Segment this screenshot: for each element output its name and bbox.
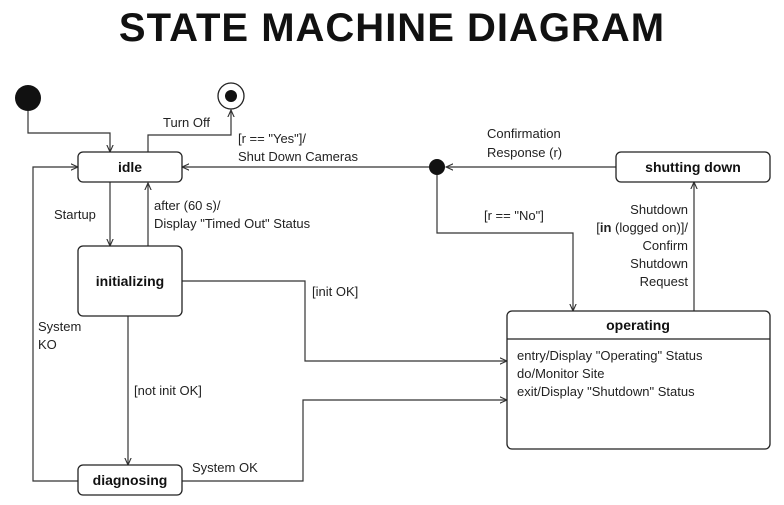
transition-initial-to-idle	[27, 111, 110, 152]
label-init-ok: [init OK]	[312, 284, 358, 299]
label-system-ok: System OK	[192, 460, 258, 475]
state-diagnosing-label: diagnosing	[93, 472, 168, 488]
label-shutdown-confirm: Confirm	[642, 238, 688, 253]
final-state	[217, 82, 245, 110]
diagram-title: STATE MACHINE DIAGRAM	[118, 6, 666, 50]
label-shutdown-guard: [in (logged on)]/	[596, 220, 688, 235]
operating-exit-activity: exit/Display "Shutdown" Status	[517, 384, 695, 399]
state-idle	[77, 151, 183, 183]
label-shutdown-trigger: Shutdown	[630, 202, 688, 217]
label-timeout-trigger: after (60 s)/	[154, 198, 221, 213]
transition-diagnosing-to-idle	[32, 167, 78, 482]
transition-junction-to-operating	[436, 175, 573, 311]
label-confirmation-response: Response (r)	[487, 145, 562, 160]
transition-initializing-to-operating	[182, 280, 507, 361]
label-system-ko-2: KO	[38, 337, 57, 352]
state-initializing-label: initializing	[96, 273, 164, 289]
state-shutting-down	[615, 151, 771, 183]
state-initializing	[77, 245, 183, 317]
state-operating	[506, 310, 771, 450]
label-system-ko-1: System	[38, 319, 81, 334]
label-shutdown-request: Request	[640, 274, 689, 289]
state-idle-label: idle	[118, 159, 142, 175]
label-yes-action: Shut Down Cameras	[238, 149, 358, 164]
label-timeout-action: Display "Timed Out" Status	[154, 216, 311, 231]
label-shutdown-guard-rest: (logged on)]/	[611, 220, 688, 235]
label-not-init-ok: [not init OK]	[134, 383, 202, 398]
operating-entry-activity: entry/Display "Operating" Status	[517, 348, 703, 363]
initial-pseudostate	[15, 85, 41, 111]
state-shutting-down-label: shutting down	[645, 159, 741, 175]
state-operating-label: operating	[606, 317, 670, 333]
label-startup: Startup	[54, 207, 96, 222]
transition-idle-to-final	[147, 110, 231, 152]
choice-junction	[429, 159, 445, 175]
label-turn-off: Turn Off	[163, 115, 210, 130]
label-shutdown-guard-keyword: in	[600, 220, 612, 235]
label-no-guard: [r == "No"]	[484, 208, 544, 223]
operating-do-activity: do/Monitor Site	[517, 366, 604, 381]
label-yes-guard: [r == "Yes"]/	[238, 131, 306, 146]
state-diagnosing	[77, 464, 183, 496]
label-shutdown-word: Shutdown	[630, 256, 688, 271]
label-confirmation: Confirmation	[487, 126, 561, 141]
transition-diagnosing-to-operating	[182, 400, 507, 482]
